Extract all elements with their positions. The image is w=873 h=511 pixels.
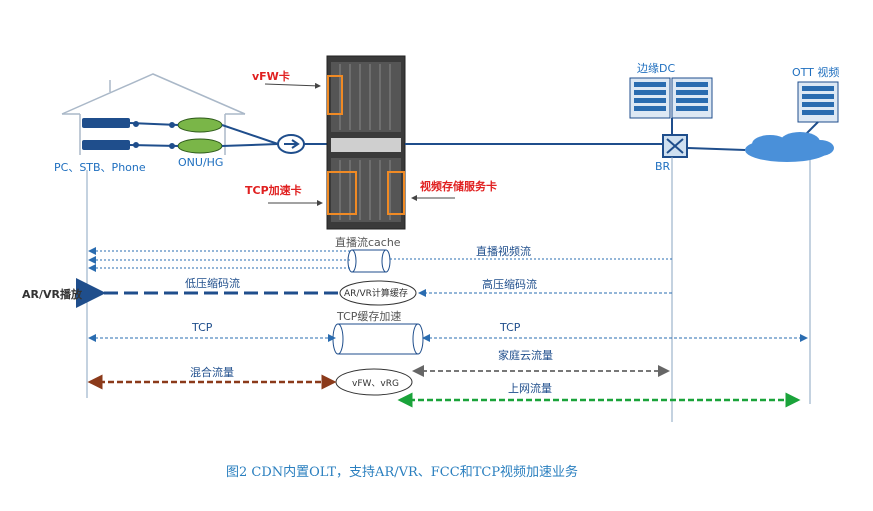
live-video-label: 直播视频流: [476, 244, 531, 258]
live-cache-cylinder: [347, 249, 391, 273]
edge-dc-label: 边缘DC: [637, 62, 675, 75]
vfw-vrg-label: vFW、vRG: [352, 379, 399, 389]
onu-label: ONU/HG: [178, 156, 223, 169]
video-card-label: 视频存储服务卡: [420, 179, 497, 193]
onu-icon: [177, 117, 223, 154]
arvr-play-label: AR/VR播放: [22, 287, 83, 301]
vfw-pointer: [264, 82, 321, 89]
router-icon: [662, 134, 688, 158]
tcp-cache-cylinder: [332, 323, 424, 355]
home-devices-label: PC、STB、Phone: [54, 161, 146, 174]
arvr-compute-ellipse: [339, 280, 417, 306]
figure-caption: 图2 CDN内置OLT，支持AR/VR、FCC和TCP视频加速业务: [226, 464, 578, 480]
tcp-cache-label: TCP缓存加速: [336, 309, 401, 323]
high-stream-label: 高压缩码流: [482, 277, 537, 291]
home-links: [129, 121, 279, 149]
live-stream-lines: [88, 247, 672, 272]
vfw-card-label: vFW卡: [252, 69, 290, 83]
tcp-left-label: TCP: [191, 321, 213, 334]
br-label: BR: [655, 160, 671, 173]
mixed-label: 混合流量: [190, 365, 234, 379]
olt-chassis-icon: [326, 55, 406, 230]
live-cache-label: 直播流cache: [335, 235, 401, 249]
tcp-card-label: TCP加速卡: [245, 183, 302, 197]
splitter-icon: [277, 134, 305, 154]
arvr-compute-label: AR/VR计算缓存: [344, 287, 408, 299]
internet-label: 上网流量: [508, 381, 552, 395]
ott-label: OTT 视频: [792, 65, 839, 79]
home-outline: [61, 73, 246, 155]
tcp-right-label: TCP: [499, 321, 521, 334]
low-stream-label: 低压缩码流: [185, 276, 240, 290]
home-cloud-label: 家庭云流量: [498, 348, 553, 362]
home-device-icon: [82, 118, 130, 150]
cloud-icon: [745, 132, 834, 162]
server-icon: [629, 77, 839, 123]
